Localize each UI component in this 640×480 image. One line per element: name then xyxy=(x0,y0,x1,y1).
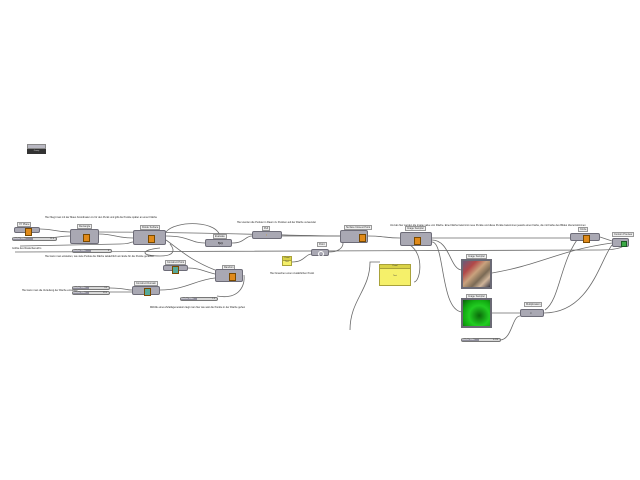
number-slider[interactable]: Number Slider 83.0 xyxy=(72,291,110,295)
evaluate-icon: f(x) xyxy=(218,241,223,245)
node-tag: XY Plane xyxy=(17,222,32,227)
node-tag: Construct Domain xyxy=(134,281,159,286)
xy-plane-node[interactable] xyxy=(14,227,40,236)
preview-icon xyxy=(621,241,627,247)
node-tag: Surface Closest Point xyxy=(344,225,373,230)
surface-cp-icon xyxy=(359,234,366,242)
image-sampler-photo[interactable] xyxy=(461,259,492,289)
surface-closest-point-node[interactable] xyxy=(340,230,368,243)
divide-icon xyxy=(148,235,155,243)
node-tag: Multiplication xyxy=(524,302,543,307)
group-label: Group xyxy=(27,149,46,154)
comment-text: Hier werden die Punkte im Raum zu Punkte… xyxy=(237,221,316,224)
node-tag: Evaluate xyxy=(213,234,227,239)
node-tag: Rectangle xyxy=(77,224,93,229)
multiplication-node[interactable]: × xyxy=(520,309,544,317)
node-tag: Divide Surface xyxy=(140,225,161,230)
construct-domain-node[interactable] xyxy=(132,286,160,296)
evaluate-node[interactable]: f(x) xyxy=(205,239,232,247)
node-tag: Custom Preview xyxy=(612,232,635,237)
random-node[interactable] xyxy=(215,269,243,282)
comment-text: Hier fliegt man mit der Maus Koordinaten… xyxy=(45,216,158,219)
number-slider[interactable]: Number Slider 0.418 xyxy=(461,338,501,342)
construct-point-node[interactable] xyxy=(163,265,188,274)
point-icon xyxy=(318,251,324,257)
rectangle-node[interactable] xyxy=(70,229,99,244)
image-sampler-icon xyxy=(414,237,421,245)
node-tag: Point xyxy=(317,242,327,247)
pull-icon: / xyxy=(266,233,267,237)
comment-text: Mithilfe eines Zufallsgenerators liegt m… xyxy=(150,306,246,309)
node-tag: Pull xyxy=(262,226,271,231)
node-tag: Construct Point xyxy=(165,260,187,265)
pull-node[interactable]: / xyxy=(252,231,282,239)
rectangle-icon xyxy=(83,234,90,242)
number-slider[interactable]: Number Slider 0.0 xyxy=(72,286,110,290)
comment-text: Hier kann man die Verteilung der Fläche … xyxy=(22,289,78,292)
number-slider[interactable]: Number Slider 1.0 xyxy=(180,297,218,301)
node-tag: Circle xyxy=(578,227,589,232)
number-slider[interactable]: Number Slider 21.6 xyxy=(12,237,57,241)
custom-preview-node[interactable] xyxy=(612,238,629,247)
group-header xyxy=(27,144,46,149)
construct-point-icon xyxy=(172,266,179,274)
number-slider[interactable]: Number Slider 8 xyxy=(72,249,112,253)
plane-icon xyxy=(25,228,32,236)
panel[interactable]: Panel Text xyxy=(379,264,411,286)
node-tag: Image Sampler xyxy=(405,226,426,231)
comment-text: Hier brauchen einen zusätzlichen Punkt xyxy=(270,272,315,275)
group-widget[interactable]: Group xyxy=(27,144,46,154)
comment-text: Hier kann man einstellen, wie viele Punk… xyxy=(45,255,155,258)
panel[interactable]: Panel Text xyxy=(282,256,292,266)
image-sampler-node[interactable] xyxy=(400,232,432,246)
image-sampler-green[interactable] xyxy=(461,298,492,328)
multiply-icon: × xyxy=(530,311,532,315)
circle-node[interactable] xyxy=(570,233,600,243)
point-node[interactable] xyxy=(311,249,329,257)
circle-icon xyxy=(583,235,590,243)
comment-text: Und als hier werden die image value von … xyxy=(390,224,586,227)
random-icon xyxy=(229,273,236,281)
divide-surface-node[interactable] xyxy=(133,230,166,245)
comment-text: Größe des Rasterbereichs xyxy=(12,247,42,250)
domain-icon xyxy=(144,288,151,296)
node-tag: Image Sampler xyxy=(466,254,487,259)
